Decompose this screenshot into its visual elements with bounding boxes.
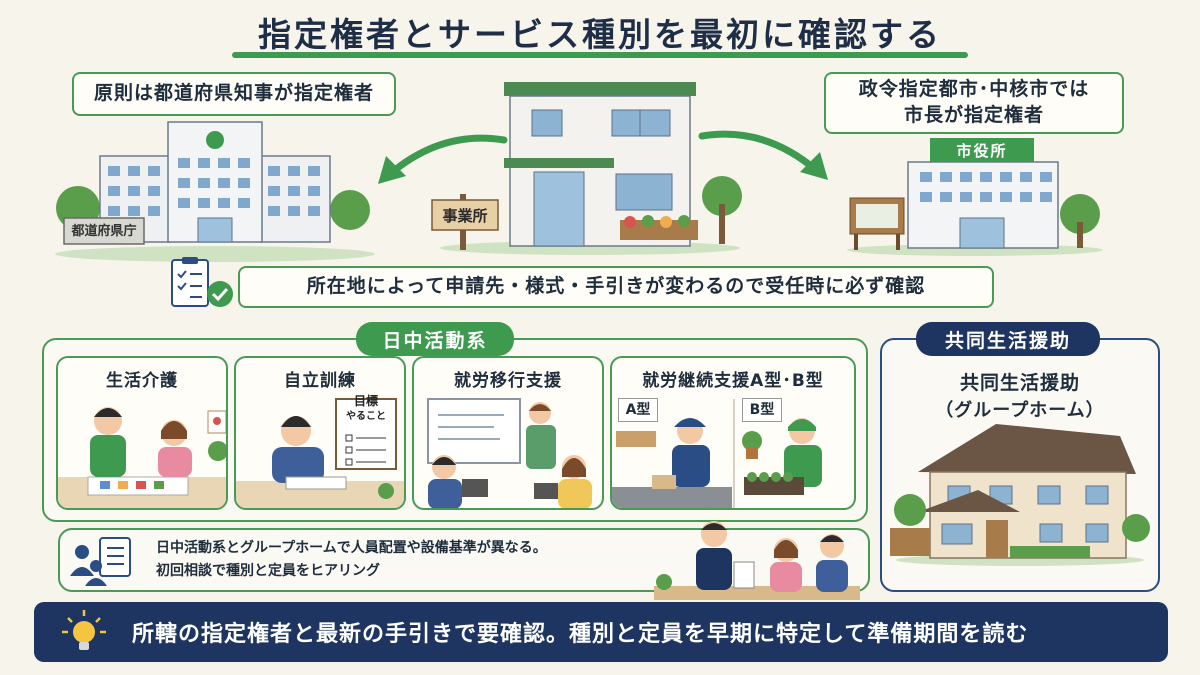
goal-board-line2: やること <box>346 411 386 422</box>
summary-banner-text: 所轄の指定権者と最新の手引きで要確認。種別と定員を早期に特定して準備期間を読む <box>132 622 1029 647</box>
day-activity-header: 日中活動系 <box>356 322 514 356</box>
office-sign: 事業所 <box>442 207 488 225</box>
continuous-employment-illustration <box>612 399 822 508</box>
city-callout-line2: 市長が指定権者 <box>903 104 1044 126</box>
summary-banner: 所轄の指定権者と最新の手引きで要確認。種別と定員を早期に特定して準備期間を読む <box>34 602 1168 662</box>
city-hall-sign: 市役所 <box>956 142 1008 160</box>
left-arrow-icon <box>378 134 508 184</box>
page-title: 指定権者とサービス種別を最初に確認する <box>258 15 942 54</box>
type-b-label: B型 <box>742 398 782 422</box>
service-card-label: 就労移行支援 <box>454 371 562 391</box>
service-card-shuro-ikou: 就労移行支援 <box>412 356 604 510</box>
lightbulb-icon <box>62 610 106 650</box>
city-hall-illustration <box>847 138 1103 256</box>
city-callout: 政令指定都市･中核市では 市長が指定権者 <box>824 72 1124 134</box>
care-scene-illustration <box>58 407 226 508</box>
group-home-header: 共同生活援助 <box>916 322 1100 356</box>
prefecture-callout-text: 原則は都道府県知事が指定権者 <box>93 82 374 105</box>
employment-transition-illustration <box>427 398 592 508</box>
office-building-illustration <box>431 82 742 255</box>
check-circle-icon <box>207 281 233 307</box>
prefecture-office-illustration <box>55 121 375 262</box>
people-list-icon <box>70 537 131 586</box>
service-card-label: 生活介護 <box>106 371 178 391</box>
consultation-illustration <box>654 521 860 600</box>
group-home-illustration <box>890 424 1150 566</box>
prefecture-callout: 原則は都道府県知事が指定権者 <box>72 72 396 116</box>
goal-board-line1: 目標 <box>353 394 378 408</box>
checklist-icon <box>171 257 233 307</box>
type-a-label: A型 <box>618 398 658 422</box>
service-card-label: 自立訓練 <box>284 371 356 391</box>
title-underline <box>232 52 968 58</box>
confirm-callout-text: 所在地によって申請先・様式・手引きが変わるので受任時に必ず確認 <box>306 275 926 298</box>
note-line2: 初回相談で種別と定員をヒアリング <box>156 563 380 579</box>
service-card-jiritsu-kunren: 自立訓練 <box>234 356 406 510</box>
group-home-label-line2: （グループホーム） <box>935 400 1105 421</box>
service-card-label: 就労継続支援A型･B型 <box>642 371 824 391</box>
prefecture-office-sign: 都道府県庁 <box>71 224 137 239</box>
confirm-callout: 所在地によって申請先・様式・手引きが変わるので受任時に必ず確認 <box>238 266 994 308</box>
group-home-label-line1: 共同生活援助 <box>959 372 1080 394</box>
training-scene-illustration <box>236 398 404 508</box>
service-card-seikatsu-kaigo: 生活介護 <box>56 356 228 510</box>
service-card-shuro-keizoku: 就労継続支援A型･B型 <box>610 356 856 510</box>
right-arrow-icon <box>698 130 828 180</box>
city-callout-line1: 政令指定都市･中核市では <box>858 78 1090 101</box>
note-line1: 日中活動系とグループホームで人員配置や設備基準が異なる。 <box>156 540 547 556</box>
